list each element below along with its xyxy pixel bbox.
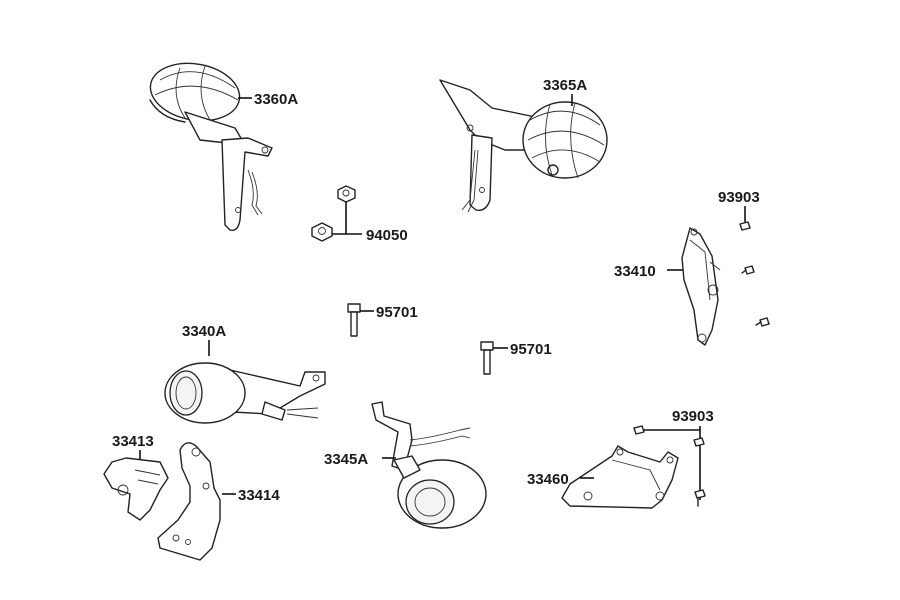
part-33410: [681, 227, 721, 346]
part-95701-a: [347, 303, 361, 337]
label-95701-b: 95701: [510, 341, 552, 358]
part-3360A: [149, 62, 273, 231]
part-95701-b: [480, 341, 494, 375]
part-93903-screws-bottom: [633, 425, 706, 507]
label-94050: 94050: [366, 227, 408, 244]
label-33414: 33414: [238, 487, 280, 504]
part-3365A: [439, 79, 608, 213]
part-3345A: [371, 401, 487, 529]
label-3365A: 3365A: [543, 77, 587, 94]
label-33410: 33410: [614, 263, 656, 280]
part-93903-screws-top: [739, 221, 770, 327]
label-3345A: 3345A: [324, 451, 368, 468]
part-33413: [103, 457, 169, 521]
part-33460: [561, 445, 679, 509]
leader-94050: [332, 202, 362, 235]
label-33413: 33413: [112, 433, 154, 450]
part-94050: [311, 185, 356, 242]
label-3360A: 3360A: [254, 91, 298, 108]
label-33460: 33460: [527, 471, 569, 488]
label-3340A: 3340A: [182, 323, 226, 340]
part-33414: [157, 442, 221, 561]
label-93903-top: 93903: [718, 189, 760, 206]
label-95701-a: 95701: [376, 304, 418, 321]
part-3340A: [164, 362, 326, 424]
label-93903-bottom: 93903: [672, 408, 714, 425]
